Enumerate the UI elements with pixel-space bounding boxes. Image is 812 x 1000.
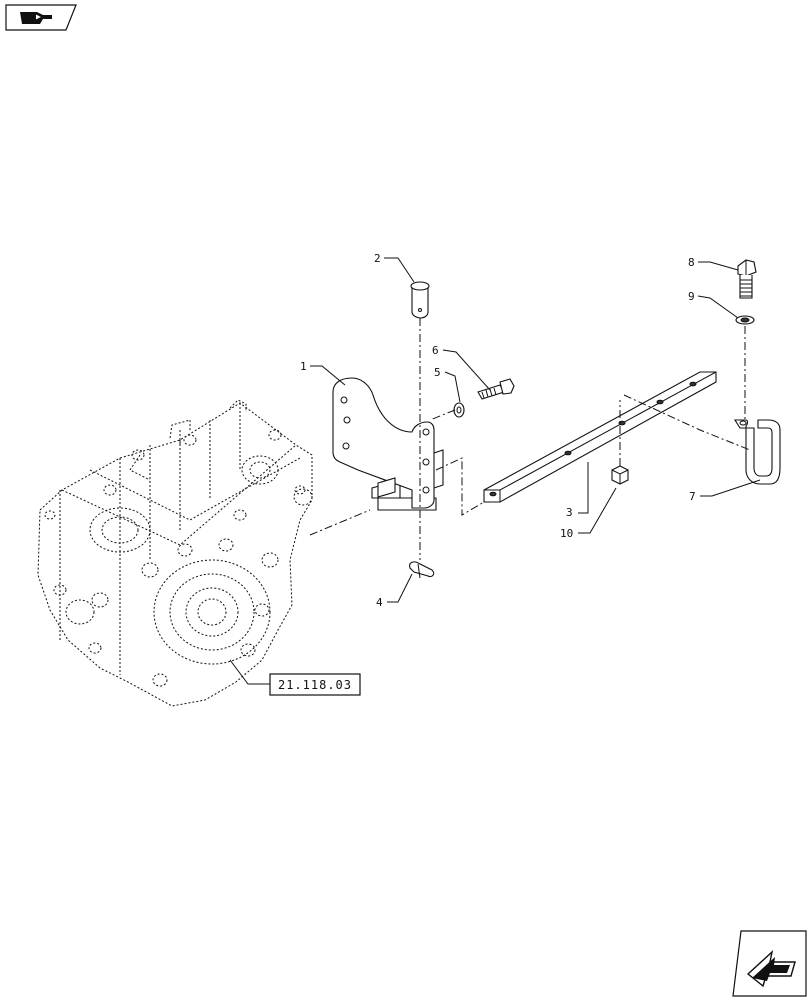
- callout-8: 8: [688, 256, 695, 269]
- callout-1: 1: [300, 360, 307, 373]
- next-page-button[interactable]: [732, 930, 807, 997]
- strap-bracket: [734, 419, 781, 485]
- clip: [409, 561, 435, 579]
- prev-page-button[interactable]: [5, 4, 77, 31]
- transmission-housing: [37, 399, 313, 707]
- washer-9: [735, 315, 755, 325]
- washer: [453, 402, 465, 418]
- reference-link[interactable]: 21.118.03: [269, 673, 361, 696]
- callout-5: 5: [434, 366, 441, 379]
- callout-4: 4: [376, 596, 383, 609]
- callout-9: 9: [688, 290, 695, 303]
- nut: [611, 465, 629, 485]
- drawbar: [483, 371, 717, 503]
- leader-lines: [229, 257, 761, 685]
- callout-6: 6: [432, 344, 439, 357]
- hand-pointing-icon: [20, 12, 52, 24]
- reference-label: 21.118.03: [278, 678, 352, 692]
- callout-7: 7: [689, 490, 696, 503]
- callout-10: 10: [560, 527, 573, 540]
- bolt-8: [737, 259, 757, 299]
- arrow-next-icon: [746, 950, 796, 988]
- callout-labels: 1 2 3 4 5 6 7 8 9 10: [300, 252, 696, 609]
- mounting-bracket: [332, 377, 444, 511]
- pin: [410, 281, 430, 319]
- bolt: [477, 378, 515, 400]
- assembly-lines: [309, 318, 751, 560]
- callout-3: 3: [566, 506, 573, 519]
- callout-2: 2: [374, 252, 381, 265]
